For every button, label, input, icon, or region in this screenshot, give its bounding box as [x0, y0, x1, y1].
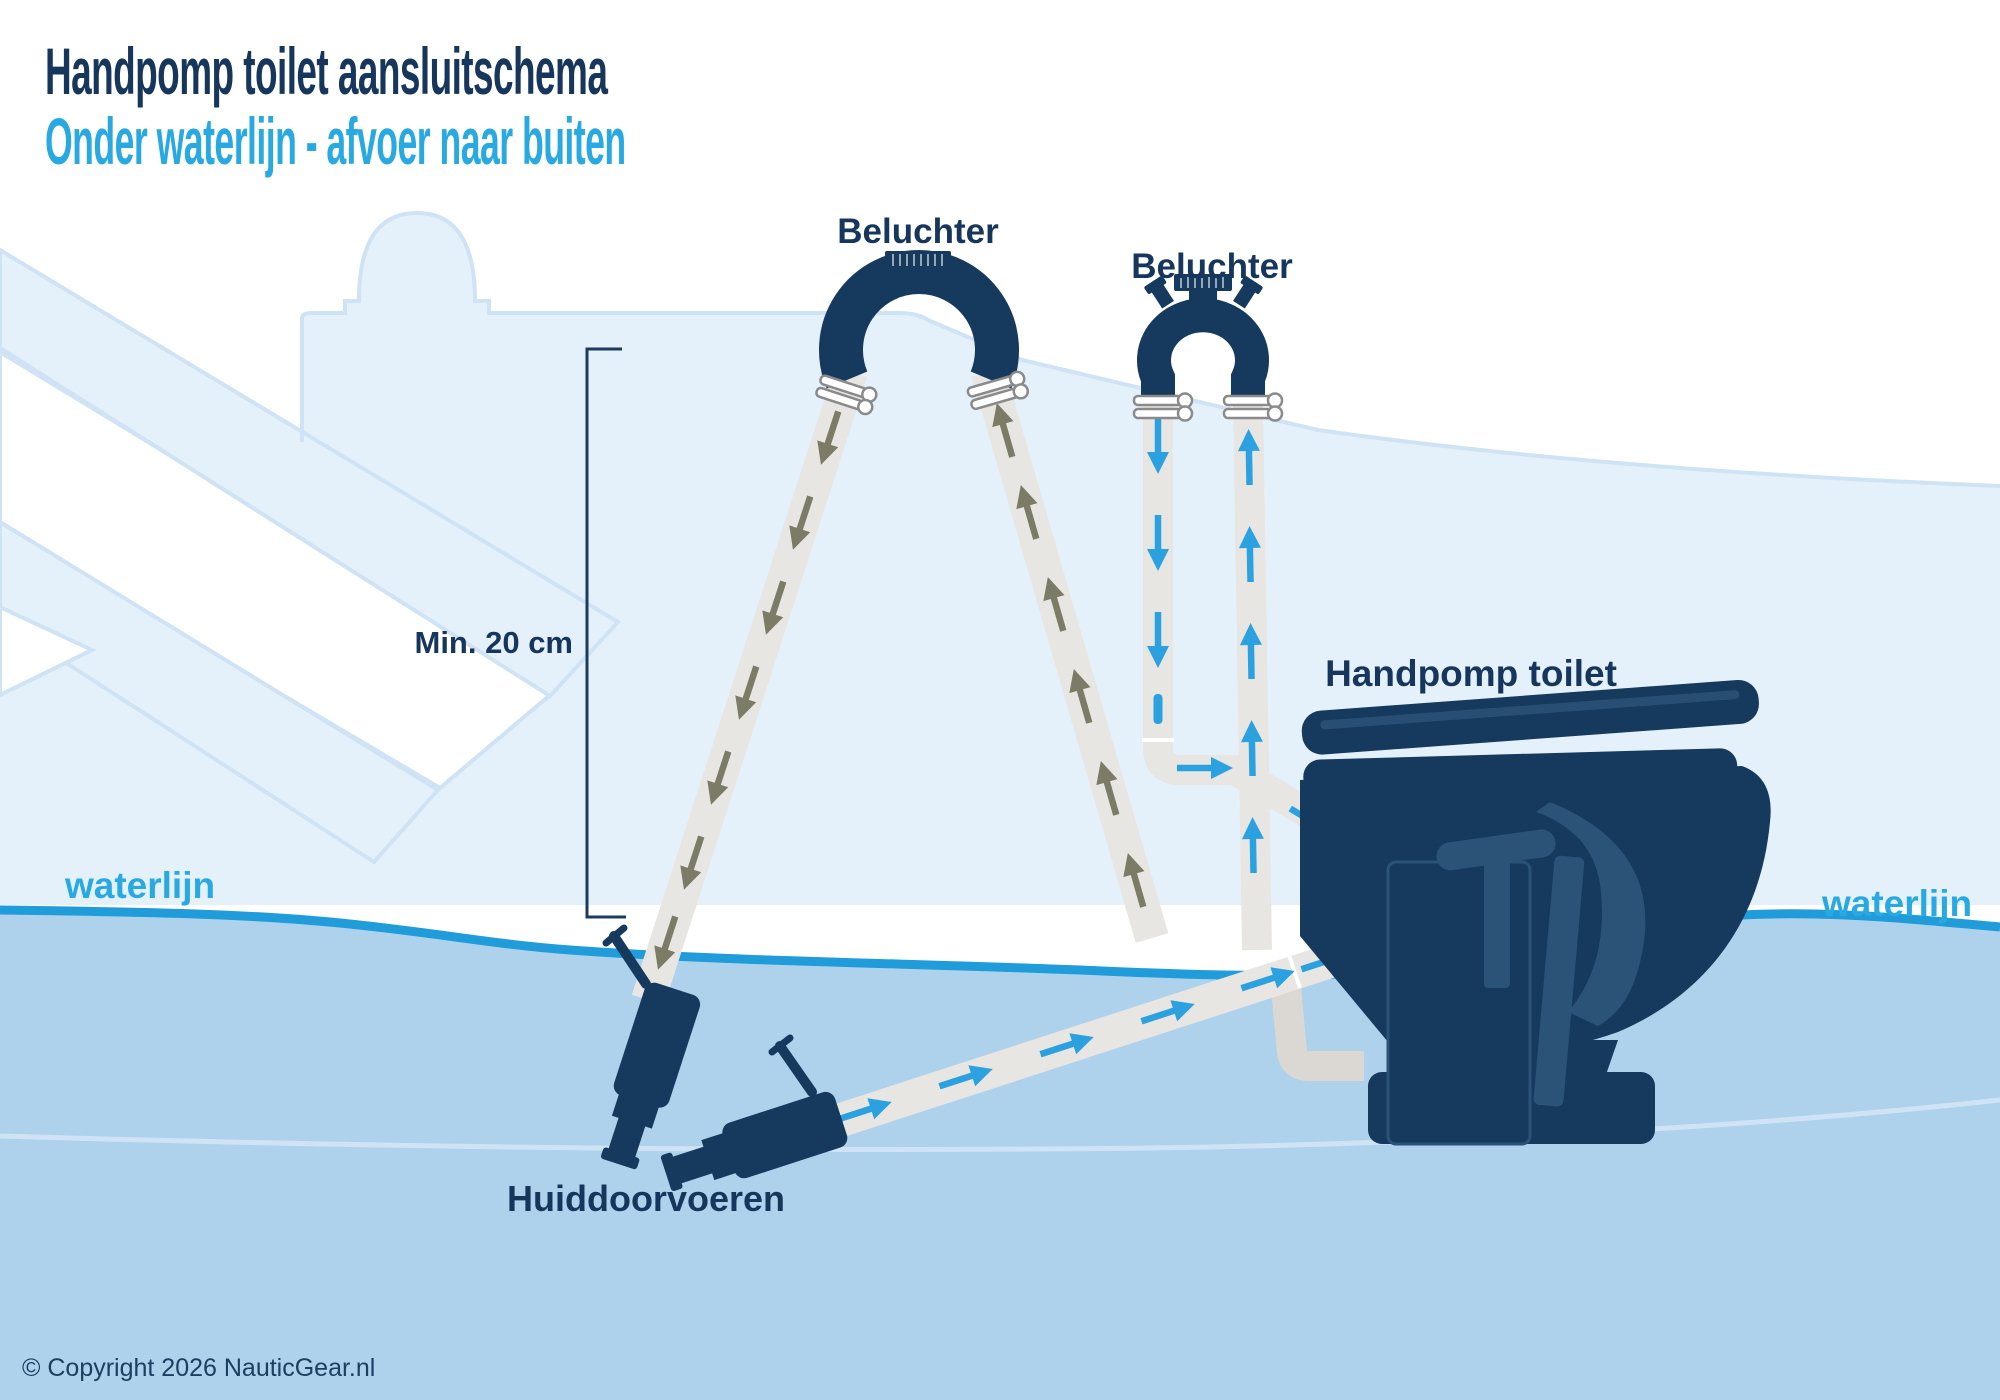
toilet-bowl-curve — [1536, 802, 1646, 1026]
pump-handle-bar — [1436, 829, 1556, 871]
min-height-bracket — [585, 347, 626, 919]
bow-notch-triangle — [0, 604, 97, 698]
through-hull-intake-icon — [660, 1034, 848, 1191]
intake-flow-arrows — [835, 418, 1358, 1130]
flow-arrows — [648, 400, 1359, 1130]
toilet-seat — [1303, 748, 1738, 796]
bow-band-lower — [0, 519, 442, 865]
copyright-text: © Copyright 2026 NauticGear.nl — [22, 1354, 376, 1382]
toilet-illustration — [1300, 679, 1771, 1146]
beluchter-left-label: Beluchter — [837, 212, 999, 251]
through-hulls-label: Huiddoorvoeren — [507, 1178, 785, 1219]
intake-jog-pipe — [1271, 986, 1364, 1081]
pump-handle-stem — [1484, 856, 1510, 988]
bow-band-upper — [0, 247, 622, 699]
page-subtitle: Onder waterlijn - afvoer naar buiten — [45, 104, 626, 178]
loop-cap-ribs — [1180, 277, 1224, 288]
diagram-labels: Beluchter Beluchter Handpomp toilet wate… — [64, 212, 1972, 1219]
water — [0, 905, 2000, 1400]
waterline-right-label: waterlijn — [1821, 883, 1972, 924]
toilet-label: Handpomp toilet — [1325, 653, 1617, 694]
vented-loop-small-icon — [1132, 274, 1284, 422]
deck-outline — [300, 210, 2000, 488]
vented-loop-large-icon — [813, 250, 1031, 418]
waterline-left-label: waterlijn — [64, 865, 215, 906]
page-title: Handpomp toilet aansluitschema — [45, 34, 608, 108]
through-hull-discharge-icon — [601, 924, 701, 1170]
loop-cap-ribs — [892, 254, 943, 266]
beluchter-right-label: Beluchter — [1131, 247, 1293, 286]
discharge-hose-up — [971, 367, 1169, 943]
pump-shaft — [1533, 855, 1585, 1107]
hull-bottom-line — [0, 1097, 2000, 1152]
min-height-label: Min. 20 cm — [415, 625, 574, 660]
